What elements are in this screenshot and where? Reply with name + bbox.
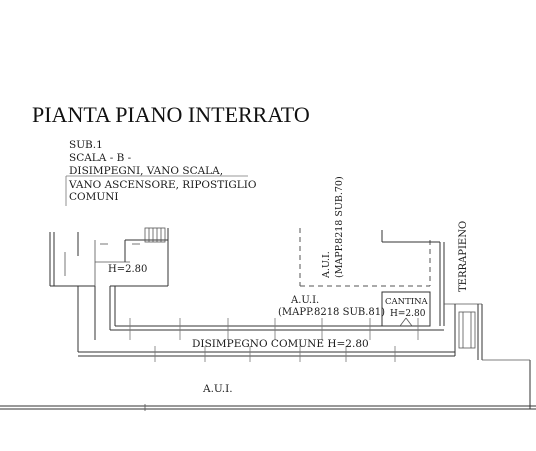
corridor-label: DISIMPEGNO COMUNE H=2.80 xyxy=(192,338,369,350)
stairwell-walls xyxy=(49,227,169,287)
aui-70-boundary xyxy=(299,228,431,287)
cantina-label: CANTINA xyxy=(385,297,429,307)
corridor-walls xyxy=(77,286,483,362)
stair-height-label: H=2.80 xyxy=(108,264,147,275)
cantina-room xyxy=(381,291,431,327)
aui-70-line1: A.U.I. xyxy=(321,251,332,279)
terrapieno-label: TERRAPIENO xyxy=(458,221,469,292)
lower-boundary xyxy=(0,359,536,411)
sub1-line3: DISIMPEGNI, VANO SCALA, xyxy=(69,165,223,177)
aui-81-line1: A.U.I. xyxy=(290,295,319,306)
aui-bottom-label: A.U.I. xyxy=(202,383,233,395)
aui-70-line2: (MAPP.8218 SUB.70) xyxy=(334,176,345,278)
sub1-label: SUB.1 SCALA - B - DISIMPEGNI, VANO SCALA… xyxy=(65,139,257,206)
sub1-line4: VANO ASCENSORE, RIPOSTIGLIO xyxy=(68,179,257,191)
sub1-line1: SUB.1 xyxy=(69,139,103,151)
right-block-walls xyxy=(381,230,445,326)
sub1-line5: COMUNI xyxy=(69,191,119,203)
plan-title: PIANTA PIANO INTERRATO xyxy=(32,102,310,127)
aui-81-line2: (MAPP.8218 SUB.81) xyxy=(278,307,385,318)
sub1-line2: SCALA - B - xyxy=(69,152,132,164)
cantina-height-label: H=2.80 xyxy=(390,309,426,319)
